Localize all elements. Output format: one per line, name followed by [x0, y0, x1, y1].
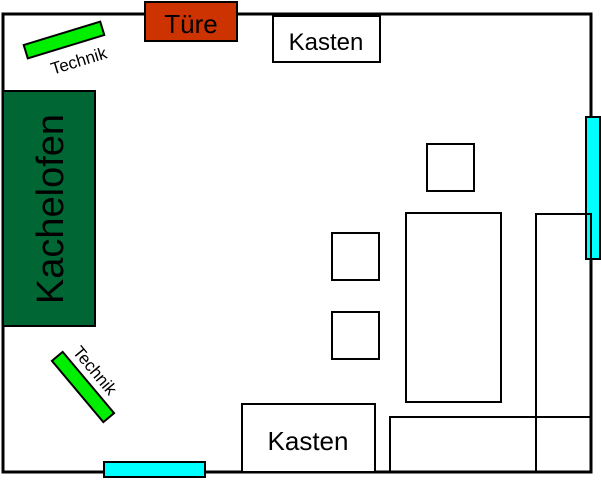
bench — [389, 416, 592, 473]
window-right — [585, 116, 601, 260]
tiled-stove — [2, 90, 96, 327]
cabinet-bottom — [241, 403, 376, 473]
cabinet-top-label: Kasten — [289, 29, 364, 56]
door — [144, 1, 238, 42]
chair-top — [426, 143, 475, 192]
chair-left-upper — [331, 232, 380, 281]
tech-unit-top — [22, 20, 106, 60]
door-label: Türe — [164, 9, 217, 39]
cabinet-top — [272, 15, 381, 63]
cabinet-bottom-label: Kasten — [268, 426, 349, 456]
chair-left-lower — [331, 311, 380, 360]
room-walls — [1, 12, 593, 474]
tech-unit-bottom — [50, 350, 116, 424]
window-bottom — [103, 461, 206, 478]
stove-label: Kachelofen — [30, 114, 72, 304]
table — [405, 212, 502, 403]
